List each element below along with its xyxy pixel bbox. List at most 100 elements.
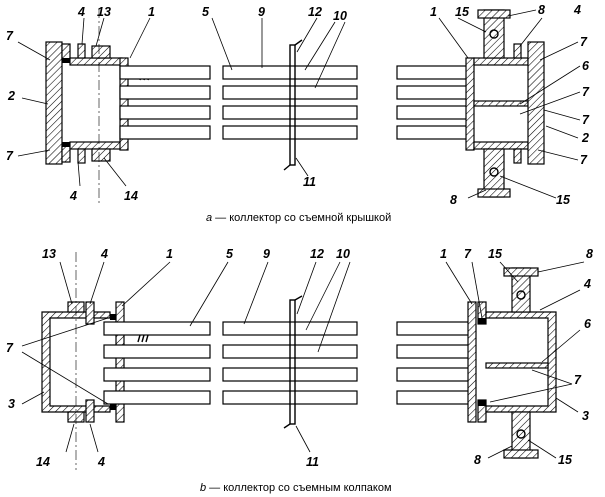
a-right-end — [465, 9, 545, 198]
a-right-tubesheet — [465, 57, 475, 151]
a-label-7: 7 — [6, 149, 14, 163]
a-label-4: 4 — [69, 189, 77, 203]
a-label-1: 1 — [430, 5, 437, 19]
a-left-flange2-top — [77, 43, 86, 59]
b-label-4: 4 — [97, 455, 105, 469]
b-left-flange-bottom — [85, 399, 95, 423]
b-label-3: 3 — [582, 409, 589, 423]
a-right-flange-top — [513, 43, 522, 59]
a-label-8: 8 — [450, 193, 457, 207]
b-label-12: 12 — [310, 247, 324, 261]
b-left-tubes — [103, 321, 211, 405]
caption-a: a — коллектор со съемной крышкой — [206, 212, 391, 224]
b-label-7: 7 — [6, 341, 14, 355]
b-label-15: 15 — [558, 453, 573, 467]
b-right-tubes — [396, 321, 472, 405]
b-labels: 13 4 1 5 9 12 10 7 3 14 4 11 1 7 15 8 4 … — [6, 247, 593, 469]
a-right-partition — [473, 100, 529, 107]
a-tube — [396, 105, 470, 120]
b-label-8: 8 — [586, 247, 593, 261]
a-label-6: 6 — [582, 59, 590, 73]
a-label-7: 7 — [582, 85, 590, 99]
figure-b: 13 4 1 5 9 12 10 7 3 14 4 11 1 7 15 8 4 … — [6, 247, 593, 494]
a-left-shell-bottom — [69, 141, 123, 150]
a-tube — [119, 125, 211, 140]
b-label-10: 10 — [336, 247, 350, 261]
a-left-shell-top — [69, 57, 123, 66]
b-label-14: 14 — [36, 455, 50, 469]
b-vent-valve-top — [516, 290, 526, 300]
b-label-7: 7 — [464, 247, 472, 261]
b-label-4: 4 — [100, 247, 108, 261]
a-tube — [119, 85, 211, 100]
b-tube — [103, 321, 211, 336]
b-label-1: 1 — [440, 247, 447, 261]
a-tube — [119, 105, 211, 120]
a-vent-valve-top — [489, 29, 499, 39]
b-right-cap — [485, 311, 557, 413]
b-tube — [103, 344, 211, 359]
a-tube — [119, 65, 211, 80]
a-label-12: 12 — [308, 5, 322, 19]
a-left-tubes — [119, 65, 211, 140]
a-label-10: 10 — [333, 9, 347, 23]
a-label-7: 7 — [582, 113, 590, 127]
b-tube — [396, 344, 472, 359]
b-left-gasket-bottom — [110, 404, 116, 410]
a-left-gasket-bottom — [62, 142, 70, 147]
a-left-flange-bottom — [61, 145, 71, 163]
b-left-end — [41, 252, 151, 470]
b-leaders — [21, 261, 585, 459]
b-right-end — [467, 267, 557, 459]
b-left-gasket-top — [110, 314, 116, 320]
b-label-6: 6 — [584, 317, 592, 331]
a-vent-cap-bottom — [477, 188, 511, 198]
a-baffle — [289, 44, 296, 166]
b-vent-valve-bottom — [516, 429, 526, 439]
b-middle-tubes — [222, 295, 358, 429]
b-tube — [396, 321, 472, 336]
a-left-nozzle-top — [91, 45, 111, 59]
a-leaders — [17, 9, 581, 199]
a-right-shell-top — [473, 57, 529, 66]
a-left-gasket-top — [62, 58, 70, 63]
a-label-15: 15 — [455, 5, 470, 19]
a-right-cover — [527, 41, 545, 165]
a-label-4: 4 — [77, 5, 85, 19]
b-vent-cap-bottom — [503, 449, 539, 459]
a-label-14: 14 — [124, 189, 138, 203]
a-right-flange-bottom — [513, 148, 522, 164]
a-label-2: 2 — [7, 89, 15, 103]
a-vent-cap-top — [477, 9, 511, 19]
a-tube — [396, 65, 470, 80]
b-left-tubesheet — [115, 301, 125, 423]
a-left-nozzle-bottom — [91, 148, 111, 162]
b-label-9: 9 — [263, 247, 270, 261]
a-tube — [396, 125, 470, 140]
a-label-7: 7 — [580, 35, 588, 49]
a-left-flange-top — [61, 43, 71, 61]
b-label-11: 11 — [306, 455, 319, 469]
a-label-15: 15 — [556, 193, 571, 207]
b-left-flange-top — [85, 301, 95, 325]
a-left-tubesheet — [119, 57, 129, 151]
a-label-5: 5 — [202, 5, 210, 19]
caption-b: b — коллектор со съемным колпаком — [200, 482, 392, 494]
a-label-9: 9 — [258, 5, 265, 19]
b-tube — [103, 367, 211, 382]
b-baffle — [289, 299, 296, 425]
b-label-7: 7 — [574, 373, 582, 387]
a-label-8: 8 — [538, 3, 545, 17]
b-tube — [396, 390, 472, 405]
a-left-flange2-bottom — [77, 148, 86, 164]
b-label-13: 13 — [42, 247, 56, 261]
b-tube — [103, 390, 211, 405]
a-middle-tubes — [222, 39, 358, 171]
a-label-1: 1 — [148, 5, 155, 19]
b-label-4: 4 — [583, 277, 591, 291]
b-tube — [396, 367, 472, 382]
b-right-partition — [485, 362, 549, 369]
a-right-shell-bottom — [473, 141, 529, 150]
b-right-gasket-bottom — [478, 400, 486, 406]
